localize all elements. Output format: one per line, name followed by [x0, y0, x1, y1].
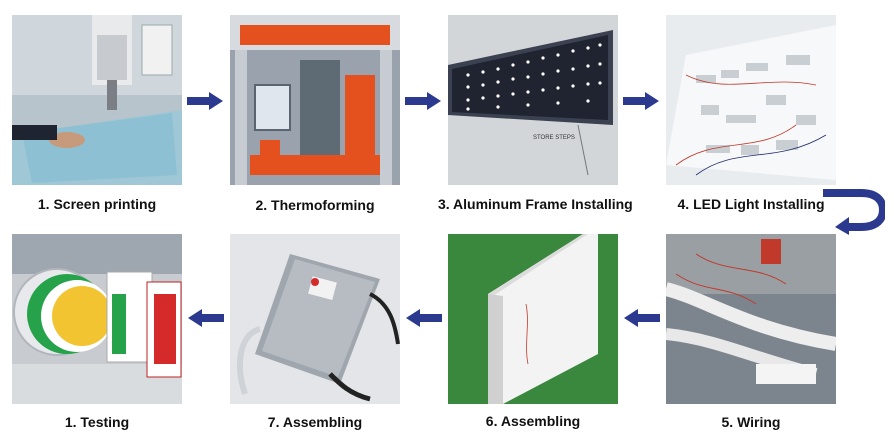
- step-label: 6. Assembling: [485, 413, 581, 429]
- step-label: 4. LED Light Installing: [677, 196, 825, 212]
- arrow-left: [406, 309, 442, 327]
- arrow-left: [624, 309, 660, 327]
- arrow-right: [187, 92, 223, 110]
- step-label: 5. Wiring: [721, 414, 781, 430]
- finished-signs-photo: [12, 234, 182, 404]
- led-driver-photo: [230, 234, 400, 404]
- thermoforming-machine-photo: [230, 15, 400, 185]
- aluminum-frame-photo: STORE STEPS: [448, 15, 618, 185]
- screen-printing-photo: [12, 15, 182, 185]
- step-label: 1. Screen printing: [37, 196, 157, 212]
- wiring-photo: [666, 234, 836, 404]
- arrow-right: [405, 92, 441, 110]
- step-label: 3. Aluminum Frame Installing: [438, 196, 633, 212]
- step-label: 7. Assembling: [267, 414, 363, 430]
- light-box-photo: [448, 234, 618, 404]
- led-modules-photo: [666, 15, 836, 185]
- frame-brand-text: STORE STEPS: [533, 135, 575, 141]
- arrow-right: [623, 92, 659, 110]
- arrow-left: [188, 309, 224, 327]
- step-label: 2. Thermoforming: [255, 197, 375, 213]
- step-label: 1. Testing: [64, 414, 130, 430]
- u-turn-arrow: [823, 189, 885, 235]
